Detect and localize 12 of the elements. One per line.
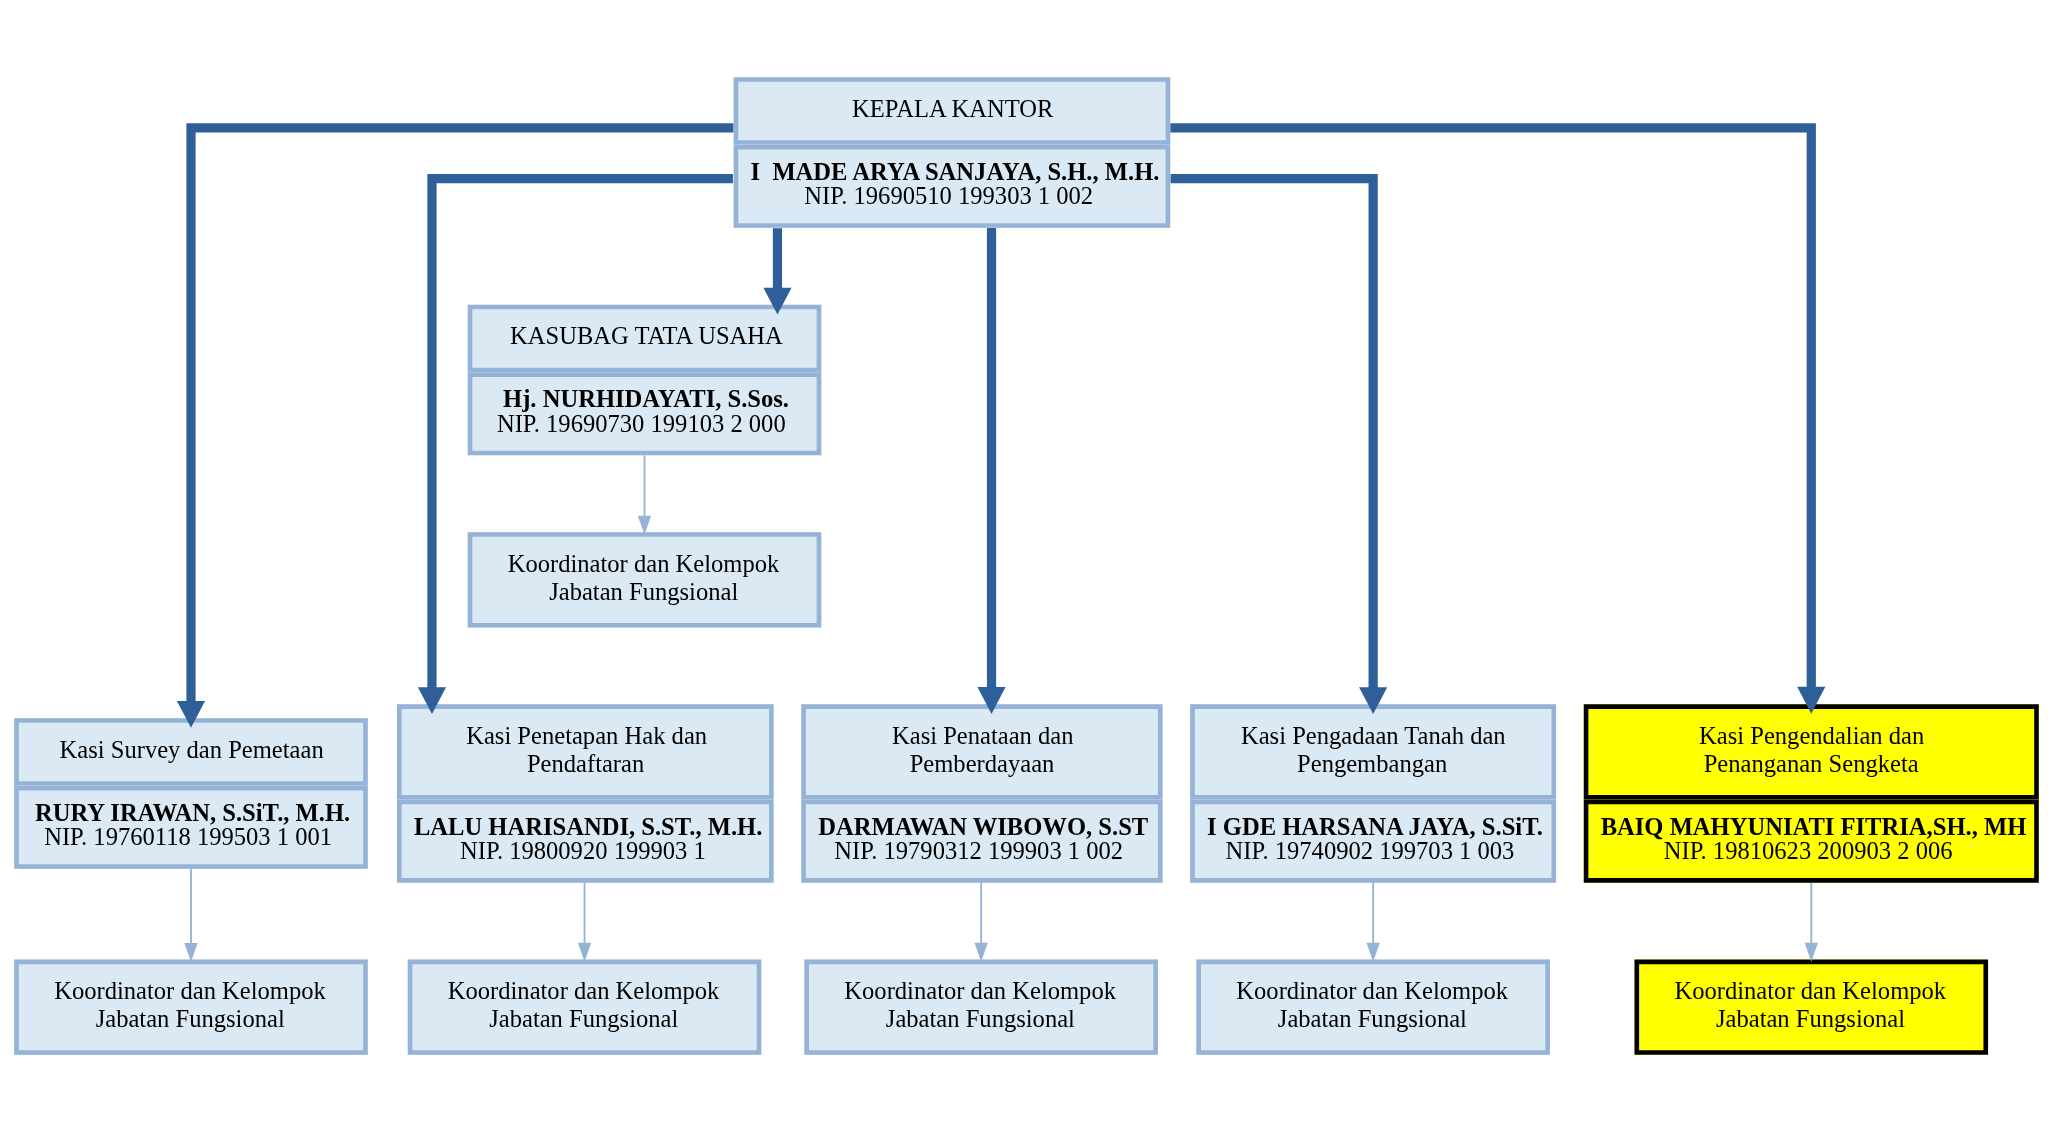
arrow [1170,173,1388,714]
arrow [176,122,734,728]
arrow [417,173,733,714]
arrow [184,867,198,962]
arrow [974,881,988,962]
arrow [763,227,792,314]
arrow [1170,122,1826,714]
arrow [1804,881,1818,962]
arrow [977,227,1006,714]
arrow [637,454,652,535]
arrow [1366,881,1380,962]
arrow [577,881,592,962]
